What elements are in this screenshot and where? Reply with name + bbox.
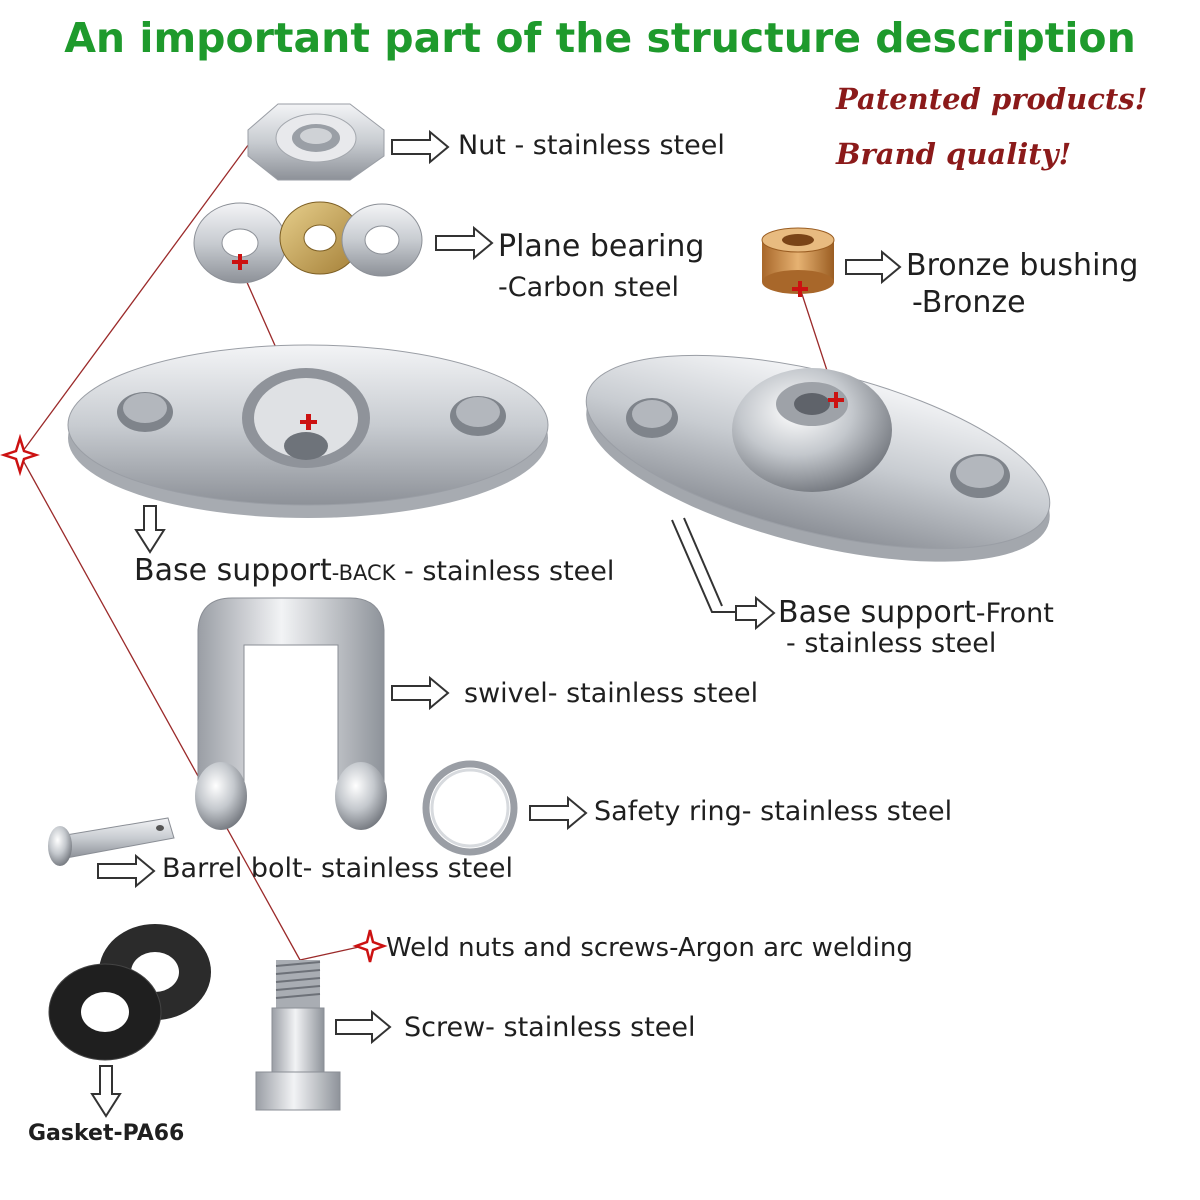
nut-label: Nut - stainless steel — [458, 130, 725, 161]
base-support-front-main: Base support — [778, 595, 976, 630]
base-support-back-material: - stainless steel — [395, 556, 615, 587]
safety-ring-label: Safety ring- stainless steel — [594, 796, 953, 827]
base-support-front-part — [585, 354, 1051, 562]
base-support-back-label: Base support-BACK - stainless steel — [134, 556, 614, 586]
base-support-back-part — [67, 344, 549, 518]
gasket-label: Gasket-PA66 — [28, 1121, 185, 1146]
slogan-patented: Patented products! — [836, 82, 1148, 116]
barrel-bolt-label: Barrel bolt- stainless steel — [162, 853, 513, 884]
weld-label: Weld nuts and screws-Argon arc welding — [386, 933, 913, 963]
swivel-part — [195, 597, 387, 830]
base-support-back-tag: -BACK — [331, 561, 396, 585]
screw-label: Screw- stainless steel — [404, 1012, 696, 1043]
bronze-bushing-part — [761, 227, 835, 294]
plane-bearing-label: Plane bearing — [498, 229, 705, 264]
barrel-bolt-part — [48, 817, 175, 866]
base-support-back-main: Base support — [134, 553, 332, 588]
swivel-label: swivel- stainless steel — [464, 678, 759, 709]
connector-line — [671, 517, 736, 613]
safety-ring-part — [422, 760, 518, 856]
base-support-front-label: Base support-Front — [778, 598, 1054, 628]
gasket-part — [48, 924, 211, 1061]
hollow-down-arrow-icon — [90, 505, 166, 1118]
screw-part — [255, 960, 341, 1111]
leader-lines — [19, 117, 837, 961]
red-plus-marker-icon — [232, 254, 844, 430]
page-title: An important part of the structure descr… — [64, 14, 1136, 62]
bronze-bushing-material-label: -Bronze — [912, 285, 1026, 320]
nut-part — [247, 103, 385, 181]
bronze-bushing-label: Bronze bushing — [906, 248, 1139, 283]
hollow-arrow-icon — [97, 129, 902, 1045]
base-support-front-material-label: - stainless steel — [786, 628, 997, 659]
plane-bearing-part — [193, 201, 423, 284]
plane-bearing-material-label: -Carbon steel — [498, 272, 679, 303]
slogan-brand-quality: Brand quality! — [836, 137, 1072, 171]
red-star-marker-icon — [0, 433, 388, 963]
base-support-front-tag: -Front — [975, 598, 1054, 629]
